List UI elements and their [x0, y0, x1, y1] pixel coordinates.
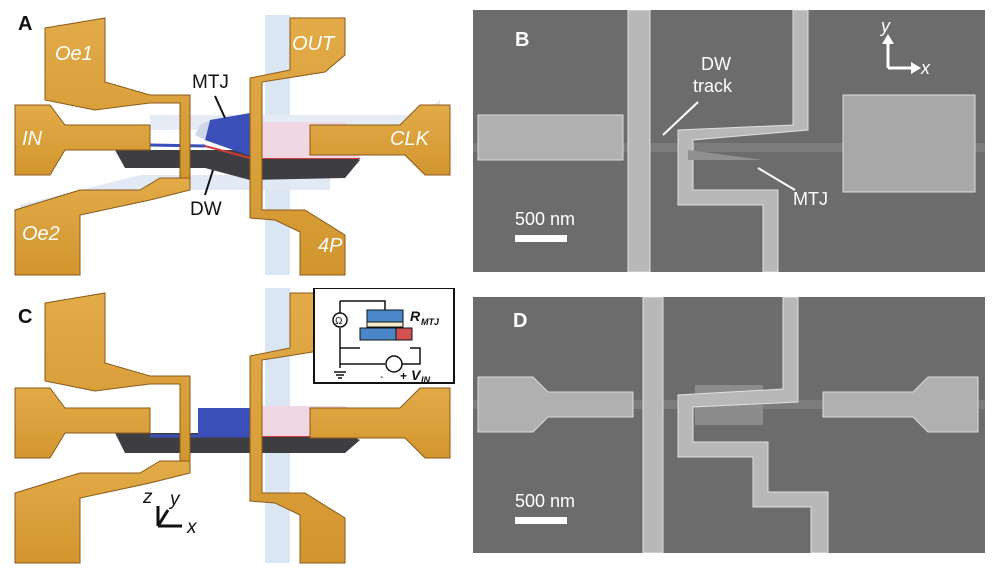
panel-a: A Oe1 IN Oe2 OUT CLK 4P MTJ DW [0, 0, 465, 285]
axis-label-x: x [186, 517, 198, 538]
plus-sign: + [400, 369, 407, 383]
scale-bar [515, 235, 567, 242]
ohmmeter-icon: Ω [335, 316, 343, 327]
pad-in [14, 104, 151, 176]
r-mtj-subscript: MTJ [421, 317, 440, 327]
electrode [677, 10, 809, 272]
electrode [627, 10, 651, 272]
device-schematic-a: A Oe1 IN Oe2 OUT CLK 4P MTJ DW [14, 13, 451, 276]
pad-oe2 [14, 177, 191, 276]
panel-label: D [513, 310, 527, 332]
pad-label-out: OUT [292, 33, 336, 55]
mtj [205, 113, 262, 158]
r-mtj-label: R [410, 308, 421, 324]
panel-d: D 500 nm [473, 297, 985, 553]
circuit-inset: Ω R MTJ - + V IN [313, 288, 455, 385]
arrow-icon [204, 169, 214, 196]
pad-clk [309, 104, 451, 176]
scale-bar-label: 500 nm [515, 209, 575, 229]
dw-track [473, 143, 985, 152]
axis-label-z: z [142, 487, 153, 508]
annotation-track: track [693, 76, 733, 96]
v-in-subscript: IN [421, 375, 431, 385]
axes-icon [882, 34, 921, 74]
pad-label-oe1: Oe1 [55, 43, 93, 65]
arrow-icon [214, 95, 226, 119]
pad-label-oe2: Oe2 [22, 223, 60, 245]
scale-bar [515, 517, 567, 524]
arrow-icon [757, 167, 796, 191]
pad-out-4p [249, 17, 346, 276]
annotation-mtj: MTJ [793, 189, 828, 209]
electrode [842, 94, 976, 193]
dw-track [115, 433, 360, 453]
panel-b: B DW track MTJ 500 nm y x [473, 10, 985, 272]
electrode [477, 114, 624, 161]
panel-c: C Ω R MTJ - + V IN z y x [0, 288, 465, 568]
annotation-dw: DW [701, 54, 731, 74]
axes-icon [156, 506, 182, 528]
panel-label: C [18, 306, 32, 328]
annotation-mtj: MTJ [192, 72, 229, 93]
arrow-icon [662, 101, 699, 136]
device-schematic-c: C Ω R MTJ - + V IN z y x [14, 288, 455, 564]
sem-image-b: B DW track MTJ 500 nm y x [473, 10, 985, 272]
pad-label-in: IN [22, 128, 43, 150]
v-in-label: V [411, 367, 422, 383]
minus-sign: - [380, 372, 383, 383]
axis-label-x: x [920, 58, 931, 78]
panel-label: B [515, 29, 529, 51]
axis-label-y: y [168, 489, 181, 510]
sem-image-d: D 500 nm [473, 297, 985, 553]
pad-label-clk: CLK [390, 128, 431, 150]
pad-label-4p: 4P [318, 235, 343, 257]
annotation-dw: DW [190, 199, 222, 220]
panel-label: A [18, 13, 32, 35]
axis-label-y: y [879, 16, 891, 36]
scale-bar-label: 500 nm [515, 491, 575, 511]
